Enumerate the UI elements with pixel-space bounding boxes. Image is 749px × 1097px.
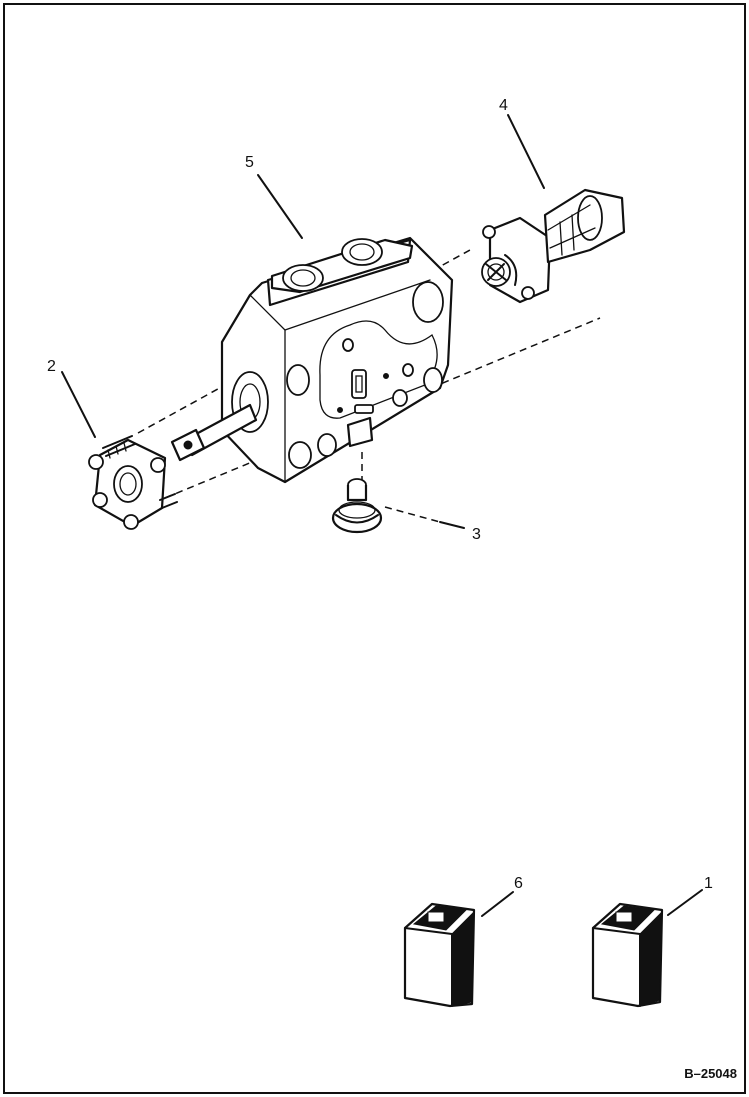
plug-part: [331, 478, 383, 534]
figure-reference-number: B–25048: [684, 1066, 737, 1081]
end-cap-assembly: [88, 435, 178, 530]
callout-4: 4: [499, 97, 508, 114]
callout-3: 3: [472, 526, 481, 543]
drawing-frame: [3, 3, 746, 1094]
seal-kit-box-1: [591, 902, 664, 1008]
leader-lines: [61, 114, 703, 917]
spool-stem: [170, 403, 258, 462]
valve-section-body: [220, 236, 454, 484]
callout-5: 5: [245, 154, 254, 171]
callout-2: 2: [47, 358, 56, 375]
seal-kit-box-6: [403, 902, 476, 1008]
callout-1: 1: [704, 875, 713, 892]
actuator-assembly: [481, 188, 626, 304]
callout-6: 6: [514, 875, 523, 892]
